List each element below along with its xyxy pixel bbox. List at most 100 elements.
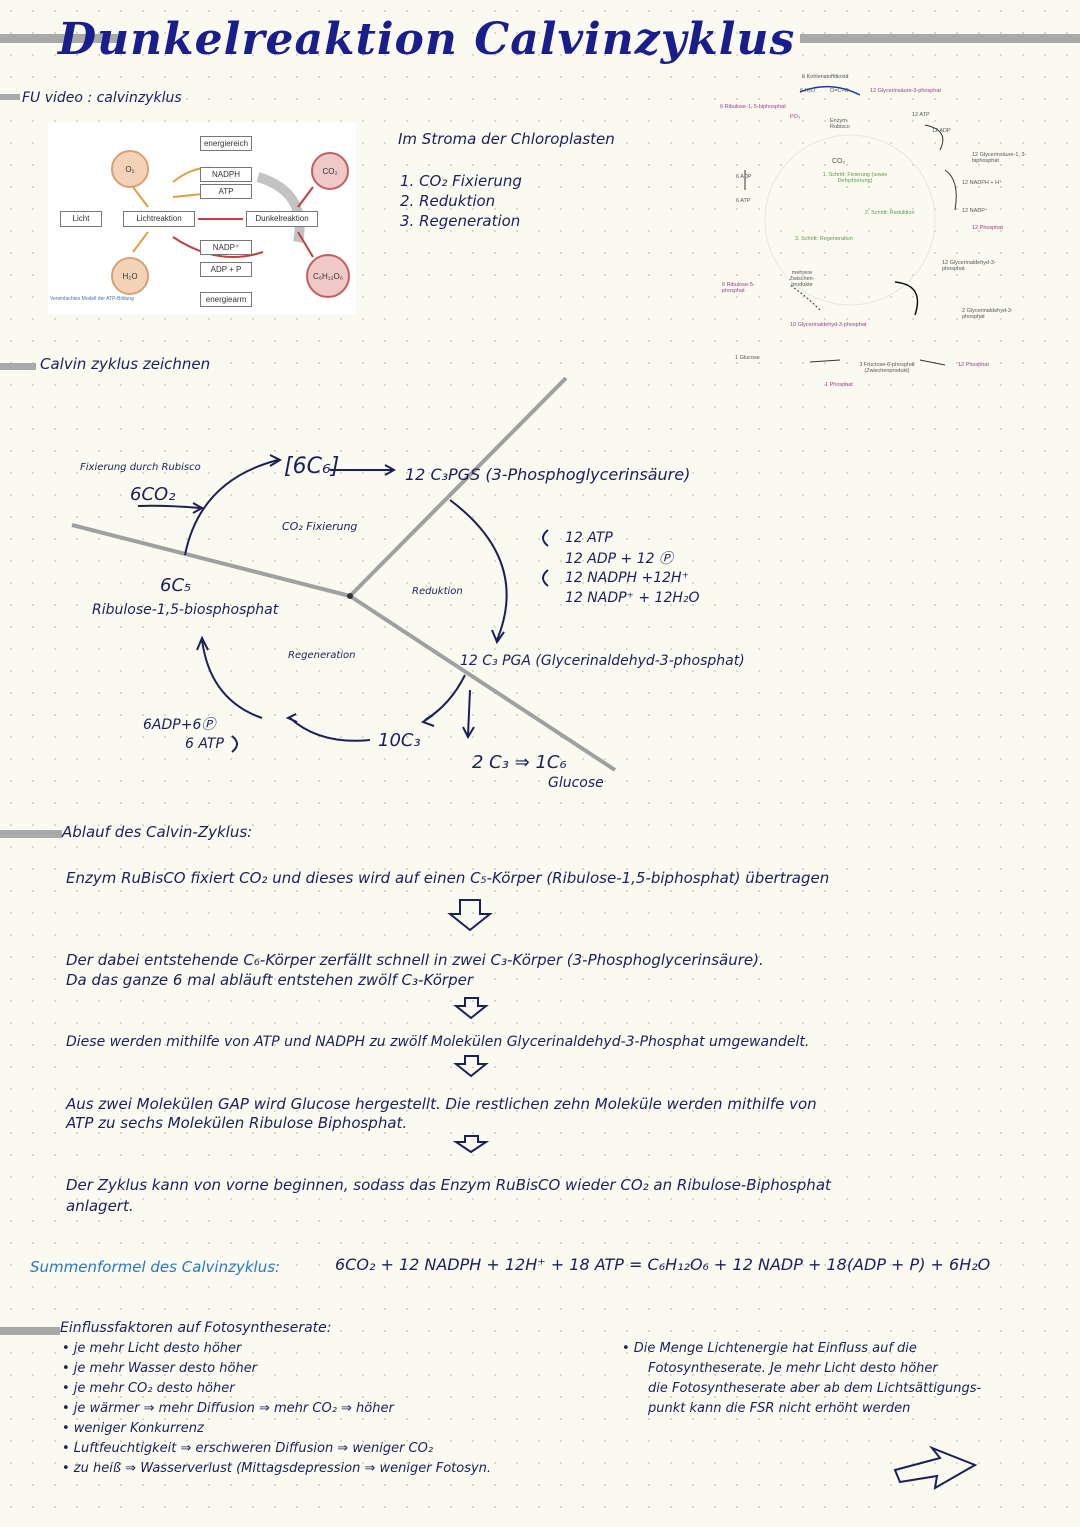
cycle-highlight: [0, 363, 36, 370]
cycle-atp-in: 6 ATP: [185, 736, 224, 752]
chem-label-gap12: 12 Glycerinaldehyd-3-phosphat: [942, 260, 996, 272]
cycle-c6: [6C₆]: [284, 454, 340, 479]
cycle-regeneration: Regeneration: [288, 650, 356, 661]
einfluss-note-line-4: punkt kann die FSR nicht erhöht werden: [648, 1401, 911, 1416]
summen-label: Summenformel des Calvinzyklus:: [30, 1258, 281, 1276]
overview-caption: Vereinfachtes Modell der ATP-Bildung: [50, 296, 134, 302]
stroma-heading: Im Stroma der Chloroplasten: [398, 130, 615, 148]
overview-circle-co2: CO₂: [311, 152, 349, 190]
stroma-step-3: 3. Regeneration: [400, 212, 521, 230]
overview-box-atp: ATP: [200, 184, 252, 199]
einfluss-item-2: • je mehr Wasser desto höher: [62, 1361, 258, 1376]
chem-label-step2: 2. Schritt: Reduktion: [865, 210, 915, 216]
ablauf-step-5b: anlagert.: [66, 1197, 134, 1215]
chemistry-diagram: 6 Kohlenstoffdioxid 6 H₂O O=C=O 12 Glyce…: [700, 70, 1030, 400]
ablauf-step-1: Enzym RuBisCO fixiert CO₂ und dieses wir…: [66, 869, 830, 887]
cycle-atp-line1: 12 ATP: [565, 530, 613, 546]
ablauf-heading: Ablauf des Calvin-Zyklus:: [62, 823, 253, 841]
chem-label-gap10: 10 Glycerinaldehyd-3-phosphat: [790, 322, 867, 328]
overview-box-nadp: NADP⁺: [200, 240, 252, 255]
einfluss-item-6: • Luftfeuchtigkeit ⇒ erschweren Diffusio…: [62, 1441, 434, 1456]
chem-label-po3: PO₃: [790, 114, 801, 120]
einfluss-note-line-1: • Die Menge Lichtenergie hat Einfluss au…: [622, 1341, 917, 1356]
ablauf-step-4a: Aus zwei Molekülen GAP wird Glucose herg…: [66, 1095, 817, 1113]
chem-label-phosphat-right: 12 Phosphat: [958, 362, 989, 368]
chem-label-nadph: 12 NADPH + H⁺: [962, 180, 1003, 186]
overview-box-nadph: NADPH: [200, 167, 252, 182]
cycle-pga: 12 C₃ PGA (Glycerinaldehyd-3-phosphat): [460, 653, 745, 669]
chem-label-h2o: 6 H₂O: [800, 88, 815, 94]
overview-box-licht: Licht: [60, 211, 102, 227]
ablauf-step-5a: Der Zyklus kann von vorne beginnen, soda…: [66, 1176, 831, 1194]
overview-box-adp: ADP + P: [200, 262, 252, 277]
page-title: Dunkelreaktion Calvinzyklus: [58, 14, 796, 65]
overview-box-dunkelreaktion: Dunkelreaktion: [246, 211, 318, 227]
chem-label-step3: 3. Schritt: Regeneration: [795, 236, 853, 242]
cycle-pgs: 12 C₃PGS (3-Phosphoglycerinsäure): [405, 465, 691, 484]
chem-label-phosphat: 12 Phosphat: [972, 225, 1003, 231]
video-highlight: [0, 94, 20, 100]
chem-label-center-co2: CO₂: [832, 158, 846, 165]
cycle-c3-2: 2 C₃ ⇒ 1C₆: [472, 752, 567, 773]
chem-label-ru5p: 6 Ribulose-5-phosphat: [722, 282, 755, 294]
chem-label-6adp: 6 ADP: [736, 174, 752, 180]
chem-label-step1: 1. Schritt: Fixierung (sowie Dehydrierun…: [822, 172, 888, 184]
einfluss-note-line-2: Fotosyntheserate. Je mehr Licht desto hö…: [648, 1361, 938, 1376]
cycle-co2-fixierung: CO₂ Fixierung: [282, 520, 358, 533]
cycle-adp-out: 6ADP+6Ⓟ: [143, 717, 216, 733]
einfluss-item-3: • je mehr CO₂ desto höher: [62, 1381, 235, 1396]
chem-label-nadp: 12 NADP⁺: [962, 208, 988, 214]
cycle-c3-10: 10C₃: [378, 730, 421, 751]
chem-label-zwischen: mehrere Zwischen-produkte: [789, 270, 815, 288]
chem-label-co2: 6 Kohlenstoffdioxid: [802, 74, 849, 80]
overview-circle-o2: O₂: [111, 150, 149, 188]
cycle-glucose: Glucose: [548, 775, 604, 791]
chem-label-oco: O=C=O: [830, 88, 849, 94]
overview-box-lichtreaktion: Lichtreaktion: [123, 211, 195, 227]
cycle-atp-line2: 12 ADP + 12 Ⓟ: [565, 551, 673, 567]
einfluss-highlight: [0, 1327, 60, 1335]
cycle-reduktion: Reduktion: [412, 586, 463, 597]
cycle-c5: 6C₅: [160, 575, 192, 596]
chem-label-12atp: 12 ATP: [912, 112, 930, 118]
chem-label-12adp: 12 ADP: [932, 128, 951, 134]
einfluss-item-4: • je wärmer ⇒ mehr Diffusion ⇒ mehr CO₂ …: [62, 1401, 394, 1416]
cycle-rubp: Ribulose-1,5-biosphosphat: [92, 602, 279, 618]
overview-box-energiereich: energiereich: [200, 136, 252, 151]
chem-label-1phosphat: 1 Phosphat: [825, 382, 853, 388]
title-highlight-right: [800, 34, 1080, 43]
chem-label-gs13bp: 12 Glycerinsäure-1, 3-biphosphat: [972, 152, 1027, 164]
ablauf-step-4b: ATP zu sechs Molekülen Ribulose Biphosph…: [66, 1114, 408, 1132]
cycle-nadph-line2: 12 NADP⁺ + 12H₂O: [565, 590, 700, 606]
chem-label-gs3p: 12 Glycerinsäure-3-phosphat: [870, 88, 941, 94]
einfluss-item-1: • je mehr Licht desto höher: [62, 1341, 242, 1356]
video-note: FU video : calvinzyklus: [22, 90, 182, 106]
chemistry-cycle-lines: [744, 86, 957, 366]
ablauf-step-3: Diese werden mithilfe von ATP und NADPH …: [66, 1034, 810, 1050]
cycle-co2-in: 6CO₂: [130, 484, 176, 505]
stroma-step-1: 1. CO₂ Fixierung: [400, 172, 522, 190]
cycle-fixierung-label: Fixierung durch Rubisco: [80, 462, 201, 473]
chem-label-f6p: 3 Fructose-6-phosphat (Zwischenprodukt): [859, 362, 915, 374]
chem-label-rubisco: Enzym Rubisco: [830, 118, 850, 130]
chem-label-6atp: 6 ATP: [736, 198, 751, 204]
einfluss-heading: Einflussfaktoren auf Fotosyntheserate:: [60, 1320, 332, 1336]
einfluss-note-line-3: die Fotosyntheserate aber ab dem Lichtsä…: [648, 1381, 982, 1396]
summen-formula: 6CO₂ + 12 NADPH + 12H⁺ + 18 ATP = C₆H₁₂O…: [335, 1255, 991, 1274]
stroma-step-2: 2. Reduktion: [400, 192, 496, 210]
ablauf-step-2a: Der dabei entstehende C₆-Körper zerfällt…: [66, 951, 764, 969]
ablauf-step-2b: Da das ganze 6 mal abläuft entstehen zwö…: [66, 971, 474, 989]
cycle-nadph-line1: 12 NADPH +12H⁺: [565, 570, 689, 586]
overview-image: energiereich NADPH ATP NADP⁺ ADP + P ene…: [48, 122, 356, 314]
title-highlight-left: [0, 34, 120, 43]
overview-circle-h2o: H₂O: [111, 257, 149, 295]
ablauf-highlight: [0, 830, 62, 838]
overview-circle-glucose: C₆H₁₂O₆: [306, 254, 350, 298]
chem-label-glucose: 1 Glucose: [735, 355, 760, 361]
overview-box-energiearm: energiearm: [200, 292, 252, 307]
einfluss-item-7: • zu heiß ⇒ Wasserverlust (Mittagsdepres…: [62, 1461, 492, 1476]
chem-label-rubp: 6 Ribulose-1, 5-biphosphat: [720, 104, 786, 110]
cycle-heading: Calvin zyklus zeichnen: [40, 355, 211, 373]
